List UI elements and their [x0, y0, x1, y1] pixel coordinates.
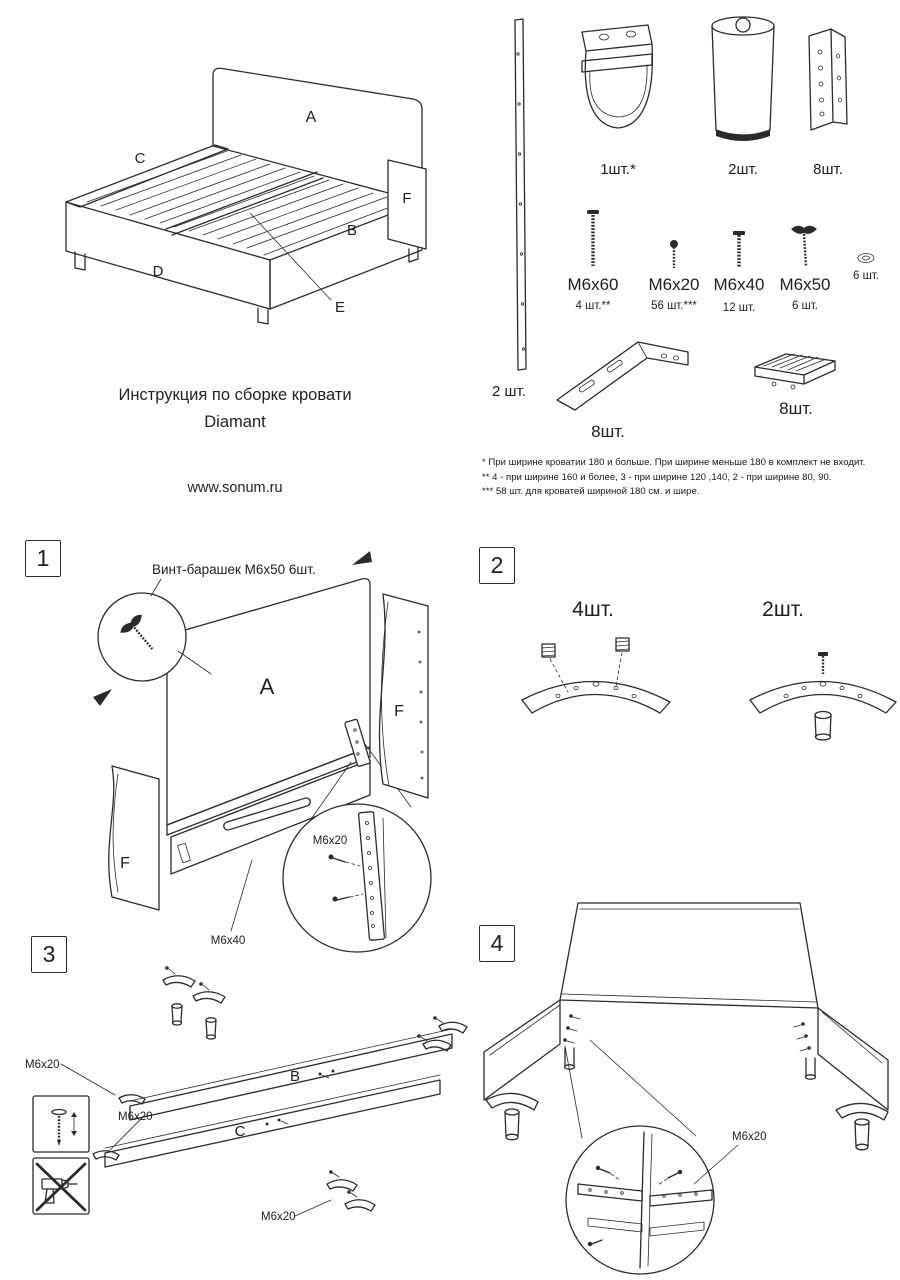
corner-plate-with-leg [749, 652, 897, 741]
part-bolt-m6x60-icon [587, 210, 599, 266]
bed-label-a: A [306, 109, 317, 126]
website-text: www.sonum.ru [187, 480, 283, 496]
m6x20-magnifier-circle [282, 803, 432, 953]
m6x40-leader-line [230, 859, 253, 932]
side-panel-f-left [108, 765, 160, 911]
bed-label-f: F [402, 190, 411, 207]
step3-m6x20-label-1: М6х20 [25, 1059, 60, 1071]
step1-callout-text: Винт-барашек М6х50 6шт. [152, 562, 316, 577]
arrow-top-right-icon [352, 551, 372, 565]
panel-edge-bracket [344, 718, 371, 767]
part-washer-icon [857, 253, 875, 263]
part-washer-qty: 6 шт. [853, 270, 879, 282]
step2-qty-4: 4шт. [572, 598, 614, 621]
step3-label-c: C [235, 1123, 246, 1140]
step4-drawing: М6х20 [483, 902, 889, 1275]
part-bolt-m6x20-qty: 56 шт.*** [651, 300, 697, 312]
part-bolt-m6x20-icon [670, 240, 678, 268]
step2-drawing: 4шт. 2шт. [521, 598, 897, 741]
part-side-rail-qty: 2 шт. [492, 383, 526, 400]
wing-bolt-callout [97, 578, 212, 682]
part-bolt-m6x40-qty: 12 шт. [723, 302, 755, 314]
m6x20-leader-line [693, 1144, 739, 1185]
step3-label-b: B [290, 1068, 300, 1085]
part-hook-bracket [581, 24, 654, 129]
bed-label-d: D [153, 263, 164, 280]
step1-m6x40-label: М6х40 [211, 935, 246, 947]
step1-label-f-left: F [120, 855, 130, 872]
corner-detail-magnifier [565, 1125, 715, 1275]
magnifier-cone-lines [564, 1039, 697, 1139]
headboard-frame [559, 902, 819, 1009]
bed-overview-drawing: A C F B D E [65, 67, 427, 325]
bed-frame [65, 67, 423, 325]
title-line2: Diamant [204, 413, 266, 431]
part-slat-holder [754, 353, 836, 390]
footnote-2: ** 4 - при ширине 160 и более, 3 - при ш… [482, 471, 832, 483]
part-bolt-m6x40-label: М6х40 [713, 275, 764, 294]
part-slat-holder-qty: 8шт. [779, 399, 813, 418]
m6x20-leader-3 [294, 1199, 332, 1217]
part-cylinder-leg [711, 16, 775, 141]
step3-drawing: B C М6х20 М6х20 М6х20 [25, 966, 468, 1223]
step2-number: 2 [479, 547, 515, 584]
part-wing-bolt-m6x50-label: М6х50 [779, 275, 830, 294]
part-bolt-m6x60-label: М6х60 [567, 275, 618, 294]
m6x20-leader-1 [60, 1063, 116, 1096]
footnote-1: * При ширине кроватии 180 и больше. При … [482, 457, 866, 468]
part-bolt-m6x40-icon [733, 231, 745, 267]
m6x20-leader-2 [109, 1114, 146, 1151]
bed-side-panel-f [387, 159, 427, 250]
step3-number: 3 [31, 936, 67, 973]
front-right-leg-assembly [835, 1102, 889, 1151]
rail-end-hardware-bottom [326, 1170, 376, 1212]
part-wing-bolt-m6x50-icon [791, 225, 817, 267]
step1-drawing: A F F Винт-барашек М6х50 6шт. [93, 551, 432, 953]
part-corner-plate [556, 341, 689, 411]
part-side-rail [514, 18, 527, 371]
left-side-rail [483, 999, 561, 1101]
part-angle-bracket [808, 28, 848, 131]
step1-label-a: A [260, 674, 275, 699]
arrow-left-icon [93, 689, 112, 706]
step4-m6x20-label: М6х20 [732, 1131, 767, 1143]
step3-m6x20-label-3: М6х20 [261, 1211, 296, 1223]
side-rail-c [92, 1074, 441, 1168]
front-left-leg-assembly [485, 1092, 539, 1141]
instruction-title: Инструкция по сборке кровати Diamant [55, 382, 415, 436]
parts-list-drawing: 2 шт. 1шт.* 2шт. 8шт. М6х60 4 шт.** М6х2… [492, 16, 879, 441]
part-hook-bracket-qty: 1шт.* [600, 161, 636, 178]
side-panel-f-right [378, 593, 429, 799]
rail-end-hardware-right [417, 1016, 468, 1052]
bed-slats [86, 150, 388, 249]
part-bolt-m6x60-qty: 4 шт.** [576, 300, 611, 312]
right-side-rail [817, 1007, 889, 1111]
step1-label-f-right: F [394, 703, 404, 720]
step1-number: 1 [25, 540, 61, 577]
part-bolt-m6x20-label: М6х20 [648, 275, 699, 294]
part-cylinder-leg-qty: 2шт. [728, 161, 758, 178]
bed-label-e: E [335, 299, 345, 316]
no-power-drill-icon [32, 1157, 90, 1215]
step1-m6x20-label: М6х20 [313, 835, 348, 847]
label-e-leader-line [249, 212, 332, 301]
hand-tighten-icon [32, 1095, 90, 1153]
bed-label-c: C [135, 150, 146, 167]
step2-qty-2: 2шт. [762, 598, 804, 621]
step3-m6x20-label-2: М6х20 [118, 1111, 153, 1123]
part-wing-bolt-m6x50-qty: 6 шт. [792, 300, 818, 312]
footnote-3: *** 58 шт. для кроватей шириной 180 см. … [482, 486, 700, 497]
headboard-corner-legs [563, 1047, 817, 1080]
corner-plate-with-studs [521, 637, 671, 714]
bed-label-b: B [347, 222, 357, 239]
footnotes: * При ширине кроватии 180 и больше. При … [482, 456, 897, 500]
corner-screws [563, 1014, 811, 1052]
part-corner-plate-qty: 8шт. [591, 422, 625, 441]
side-rail-b [118, 1028, 453, 1121]
part-angle-bracket-qty: 8шт. [813, 161, 843, 178]
title-line1: Инструкция по сборке кровати [118, 386, 352, 404]
step4-number: 4 [479, 925, 515, 962]
rail-end-hardware-top [162, 966, 226, 1040]
